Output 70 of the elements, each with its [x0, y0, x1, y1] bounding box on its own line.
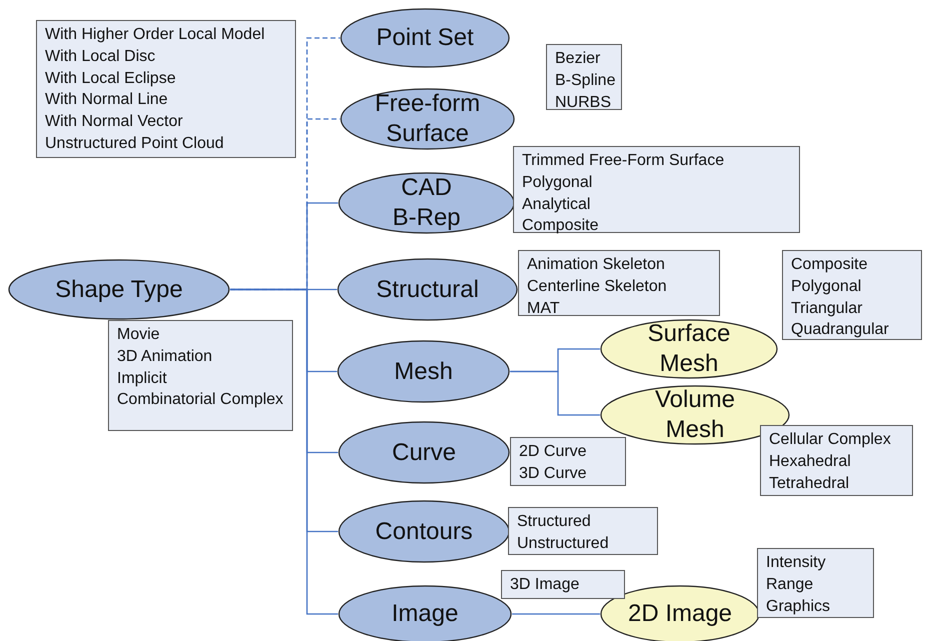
list-item: Centerline Skeleton — [527, 276, 668, 297]
category-label: Surface Mesh — [646, 319, 732, 379]
list-item: Unstructured Point Cloud — [45, 134, 225, 154]
list-item: 3D Image — [510, 575, 580, 595]
list-item: Triangular — [791, 298, 864, 319]
category-label: Free-form Surface — [374, 89, 482, 149]
list-item: Composite — [522, 216, 600, 236]
category-label: Curve — [392, 438, 456, 468]
connector-line — [510, 370, 600, 416]
category-label: Volume Mesh — [654, 385, 736, 445]
list-item: Polygonal — [522, 172, 594, 193]
list-item: Graphics — [766, 596, 832, 617]
category-ellipse — [600, 319, 778, 379]
list-item: Combinatorial Complex — [117, 390, 284, 410]
list-item: Cellular Complex — [769, 430, 892, 450]
category-label: Image — [392, 599, 458, 629]
list-box — [757, 548, 874, 618]
list-item: B-Spline — [555, 70, 613, 91]
list-box — [782, 250, 922, 340]
list-item: Range — [766, 574, 814, 595]
connector-line — [230, 288, 338, 615]
list-box — [760, 425, 913, 496]
list-item: Polygonal — [791, 276, 862, 297]
category-ellipse — [337, 340, 510, 403]
list-item: Trimmed Free-Form Surface — [522, 151, 726, 171]
list-item: Quadrangular — [791, 320, 890, 340]
list-item: 2D Curve — [519, 442, 588, 462]
list-item: With Higher Order Local Model — [45, 25, 266, 45]
list-item: Animation Skeleton — [527, 255, 666, 275]
list-item: Bezier — [555, 49, 602, 69]
list-item: With Normal Vector — [45, 112, 184, 132]
category-label: Point Set — [376, 23, 474, 53]
list-box — [513, 146, 800, 233]
list-item: With Normal Line — [45, 90, 169, 110]
list-box — [508, 507, 658, 555]
list-item: MAT — [527, 298, 561, 319]
list-box — [510, 437, 626, 486]
category-label: Structural — [376, 274, 479, 304]
category-label: Shape Type — [55, 274, 183, 304]
category-ellipse — [338, 500, 510, 563]
category-label: CAD B-Rep — [392, 173, 462, 233]
list-box — [36, 20, 296, 158]
category-ellipse — [338, 172, 515, 234]
list-item: Movie — [117, 325, 161, 345]
list-box — [108, 320, 293, 431]
list-item: Analytical — [522, 194, 592, 215]
list-item: Tetrahedral — [769, 474, 850, 494]
connector-line — [512, 613, 600, 615]
list-box — [518, 250, 720, 316]
list-item: NURBS — [555, 92, 612, 113]
list-item: Implicit — [117, 368, 168, 389]
list-box — [501, 570, 625, 599]
list-item: With Local Disc — [45, 46, 156, 67]
list-item: Composite — [791, 255, 868, 275]
category-ellipse — [338, 421, 510, 484]
category-ellipse — [340, 8, 510, 68]
list-item: Unstructured — [517, 534, 610, 554]
category-ellipse — [8, 259, 230, 320]
category-label: Mesh — [394, 356, 453, 386]
list-item: 3D Curve — [519, 464, 588, 484]
list-item: 3D Animation — [117, 346, 214, 367]
category-ellipse — [340, 88, 515, 150]
category-ellipse — [337, 258, 518, 321]
list-item: Intensity — [766, 553, 827, 573]
list-item: Hexahedral — [769, 452, 852, 472]
category-label: Contours — [375, 516, 473, 546]
list-item: With Local Eclipse — [45, 68, 177, 89]
list-box — [546, 44, 622, 110]
list-item: Structured — [517, 512, 592, 532]
category-label: 2D Image — [628, 599, 732, 629]
